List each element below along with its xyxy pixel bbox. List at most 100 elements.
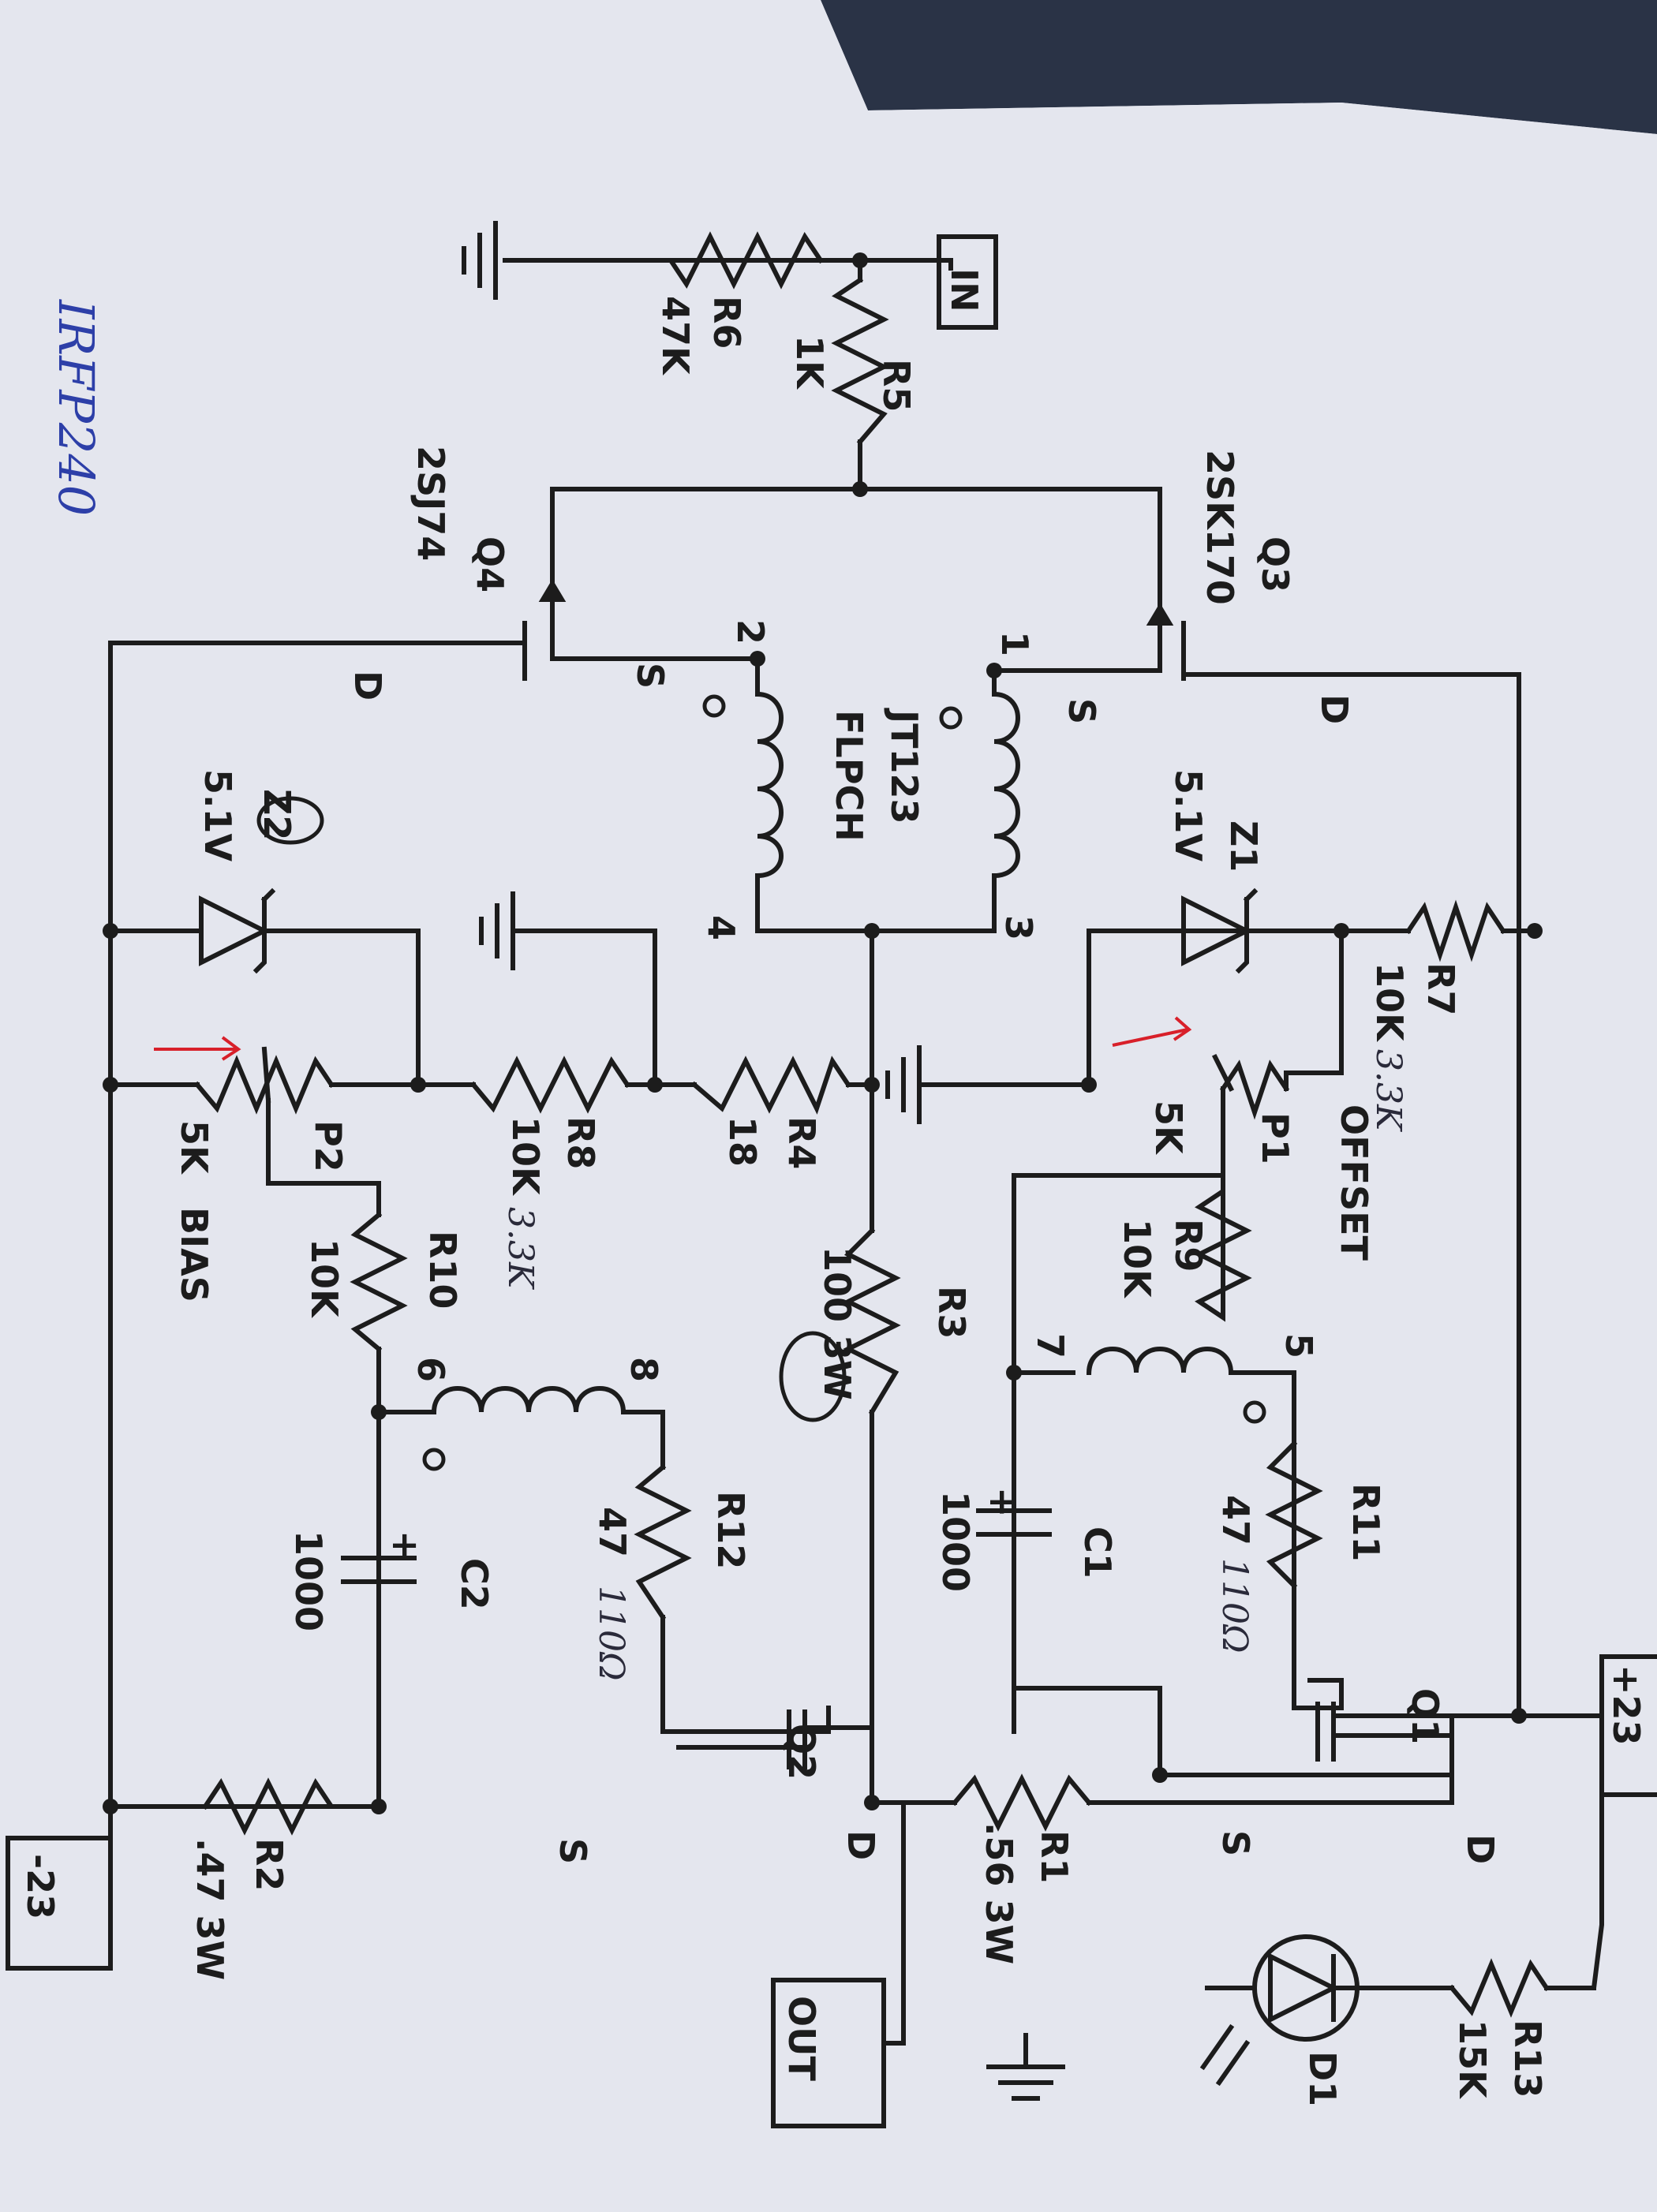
mosfet-q1-icon	[1307, 1678, 1521, 1762]
mosfet-q2-icon	[676, 1706, 874, 1769]
z2-value: 5.1V	[196, 769, 239, 861]
wire-r1	[870, 1773, 1454, 1805]
transformer-primary-coil	[991, 691, 1020, 879]
pot-p1-track	[1219, 1059, 1290, 1120]
junction	[1152, 1767, 1168, 1783]
ground-symbols	[462, 221, 1065, 2101]
p1-ref: P1	[1254, 1112, 1296, 1164]
resistor-r3	[843, 1227, 901, 1416]
coil-pin-8: 8	[623, 1357, 665, 1382]
q4-drain: D	[346, 671, 389, 701]
pot-p2-wiper	[261, 1046, 271, 1104]
junction	[750, 651, 765, 667]
terminal-out-box	[771, 1978, 886, 2128]
z1-ref: Z1	[1222, 820, 1265, 872]
r3-ref: R3	[930, 1286, 973, 1339]
r2-value: .47 3W	[189, 1838, 231, 1980]
r6-ref: R6	[705, 296, 748, 349]
q2-drain: D	[840, 1830, 882, 1860]
q3-part: 2SK170	[1199, 450, 1241, 605]
red-marks	[154, 1016, 1192, 1061]
ground-icon	[462, 221, 498, 300]
junction	[1333, 923, 1349, 939]
r2-ref: R2	[248, 1838, 290, 1891]
red-arrow-p2-icon	[154, 1036, 241, 1061]
q2-ref: Q2	[780, 1724, 823, 1780]
r9-value: 10K	[1116, 1219, 1158, 1299]
r12-ref: R12	[709, 1491, 752, 1569]
junction	[852, 252, 868, 268]
r10-ref: R10	[421, 1231, 464, 1309]
resistor-r4	[690, 1056, 852, 1115]
r6-value: 47K	[654, 296, 697, 376]
wire-gate-bus	[550, 487, 1162, 602]
zeners	[199, 887, 1289, 974]
r7-ref: R7	[1419, 962, 1462, 1015]
background-cloth	[821, 0, 1657, 134]
r1-ref: R1	[1033, 1830, 1075, 1883]
r8-note: 3.3K	[500, 1207, 540, 1290]
wire-q4-source	[550, 645, 760, 697]
q1-source: S	[1214, 1830, 1257, 1856]
resistor-r10	[350, 1211, 408, 1353]
red-arrow-p1-icon	[1112, 1016, 1192, 1047]
resistor-r13	[1448, 1958, 1550, 2018]
r8-ref: R8	[559, 1116, 602, 1169]
r5-ref: R5	[875, 359, 918, 412]
r4-ref: R4	[780, 1116, 823, 1169]
t1-dot-primary	[939, 706, 963, 730]
junction	[103, 1799, 118, 1814]
junction	[103, 923, 118, 939]
coil-6-dot	[422, 1448, 446, 1471]
wire-r12	[660, 1615, 831, 1734]
r12-note: 110Ω	[591, 1586, 631, 1680]
wire-z1	[1087, 929, 1344, 1087]
q4-source: S	[629, 663, 671, 689]
c2-value: 1000	[287, 1530, 330, 1631]
coil-6-8	[431, 1386, 627, 1415]
junction	[1081, 1077, 1097, 1093]
coil-pin-6: 6	[410, 1357, 452, 1382]
c2-polarity: +	[384, 1530, 427, 1561]
resistor-r8	[469, 1056, 631, 1114]
led-d1-icon	[1199, 1934, 1360, 2087]
coil-5-7	[1086, 1347, 1249, 1376]
ground-icon	[885, 1045, 922, 1124]
r3-circle-mark	[779, 1331, 847, 1422]
wire-p2-wiper	[266, 1098, 381, 1217]
resistor-r1	[951, 1773, 1093, 1832]
r13-value: 15K	[1451, 2020, 1494, 2100]
coil-pin-7: 7	[1029, 1333, 1072, 1358]
c2-ref: C2	[453, 1558, 496, 1610]
r7-value: 10K	[1368, 962, 1411, 1043]
q4-part: 2SJ74	[410, 446, 452, 561]
r13-ref: R13	[1506, 2020, 1549, 2098]
junction	[103, 1077, 118, 1093]
coil-5-dot	[1243, 1400, 1266, 1424]
resistor-r6	[503, 231, 825, 290]
wire-gnd-r8	[511, 929, 657, 1087]
terminal-out-label: OUT	[780, 1996, 823, 2081]
t1-name-1: JT123	[883, 708, 926, 824]
r11-note: 110Ω	[1214, 1558, 1255, 1653]
t1-pin-2: 2	[729, 619, 772, 645]
junction	[864, 923, 880, 939]
q3-ref: Q3	[1254, 536, 1296, 592]
t1-pin-3: 3	[997, 915, 1040, 940]
junction	[647, 1077, 663, 1093]
junction	[986, 663, 1002, 678]
capacitors	[341, 1370, 1052, 1809]
junction	[852, 481, 868, 497]
resistor-r2	[201, 1777, 350, 1836]
r3-value: 100 3W	[816, 1246, 858, 1400]
z1-value: 5.1V	[1167, 769, 1210, 861]
terminal-in-label: IN	[943, 268, 986, 312]
transistors	[455, 579, 1521, 1769]
ground-icon	[479, 891, 515, 970]
z2-circle-mark	[256, 796, 324, 845]
q1-drain: D	[1459, 1834, 1502, 1864]
p2-value: 5K	[173, 1120, 215, 1175]
t1-pin-1: 1	[993, 631, 1036, 656]
junction	[864, 1795, 880, 1810]
